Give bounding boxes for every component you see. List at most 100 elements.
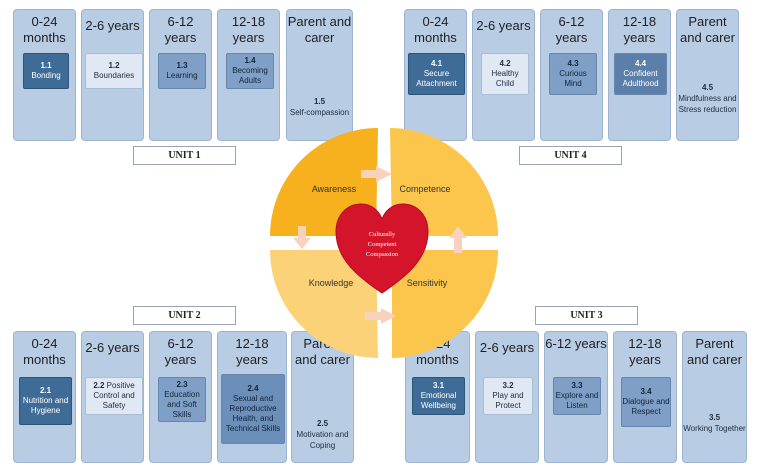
awareness-label: Awareness xyxy=(312,184,357,194)
module-text[interactable]: 4.5 Mindfulness and Stress reduction xyxy=(677,82,738,115)
column-12-18-years: 12-18 years 3.4 Dialogue and Respect xyxy=(613,331,677,463)
module-box[interactable]: 1.1 Bonding xyxy=(23,53,69,89)
column-12-18-years: 12-18 years 4.4 Confident Adulthood xyxy=(608,9,671,141)
module-title: Confident Adulthood xyxy=(622,69,659,88)
module-number: 3.2 xyxy=(502,381,514,390)
column-header: 2-6 years xyxy=(85,18,140,33)
module-box[interactable]: 3.4 Dialogue and Respect xyxy=(621,377,671,427)
module-title: Boundaries xyxy=(93,71,135,80)
column-header: 12-18 years xyxy=(628,336,662,367)
module-title: Nutrition and Hygiene xyxy=(22,396,69,415)
heart-label-line-2: Competent xyxy=(368,241,397,248)
column-header: 6-12 years xyxy=(545,336,607,351)
sensitivity-label: Sensitivity xyxy=(407,278,448,288)
module-number: 2.2 xyxy=(93,381,105,390)
heart-icon xyxy=(335,203,429,294)
module-title: Curious Mind xyxy=(559,69,587,88)
column-header: Parent and carer xyxy=(680,14,735,45)
knowledge-label: Knowledge xyxy=(309,278,354,288)
module-title: Positive Control and Safety xyxy=(93,381,135,410)
module-number: 3.4 xyxy=(640,387,652,396)
column-parent-and-carer: Parent and carer 1.5 Self-compassion xyxy=(286,9,353,141)
column-12-18-years: 12-18 years 2.4 Sexual and Reproductive … xyxy=(217,331,287,463)
module-number: 1.4 xyxy=(244,56,256,65)
column-6-12-years: 6-12 years 2.3 Education and Soft Skills xyxy=(149,331,212,463)
module-title: Bonding xyxy=(31,71,61,80)
unit-2-label: UNIT 2 xyxy=(133,306,236,325)
module-box[interactable]: 4.2 Healthy Child xyxy=(481,53,529,95)
module-box[interactable]: 2.1 Nutrition and Hygiene xyxy=(19,377,72,425)
arrow-right-icon xyxy=(365,308,396,324)
module-title: Working Together xyxy=(683,424,746,433)
column-header: 12-18 years xyxy=(235,336,269,367)
arrow-down-icon xyxy=(293,226,311,249)
column-header: 6-12 years xyxy=(555,14,588,45)
module-box[interactable]: 3.1 Emotional Wellbeing xyxy=(412,377,465,415)
module-title: Dialogue and Respect xyxy=(622,397,670,416)
module-box[interactable]: 4.4 Confident Adulthood xyxy=(614,53,667,95)
module-text[interactable]: 1.5 Self-compassion xyxy=(287,96,352,118)
column-header: 6-12 years xyxy=(164,336,197,367)
module-number: 2.3 xyxy=(176,379,188,389)
column-header: 12-18 years xyxy=(622,14,657,45)
module-title: Sexual and Reproductive Health, and Tech… xyxy=(225,394,281,433)
module-number: 4.1 xyxy=(430,59,443,68)
column-header: 6-12 years xyxy=(164,14,197,45)
module-title: Learning xyxy=(166,71,198,80)
module-number: 2.4 xyxy=(247,384,259,393)
module-box[interactable]: 3.3 Explore and Listen xyxy=(553,377,601,415)
arrow-up-icon xyxy=(449,226,467,253)
module-box[interactable]: 1.2 Boundaries xyxy=(85,53,143,89)
module-text[interactable]: 3.5 Working Together xyxy=(683,412,746,434)
module-box[interactable]: 4.1 Secure Attachment xyxy=(408,53,465,95)
column-6-12-years: 6-12 years 4.3 Curious Mind xyxy=(540,9,603,141)
module-number: 2.1 xyxy=(39,386,52,395)
module-number: 3.5 xyxy=(708,413,721,422)
module-title: Education and Soft Skills xyxy=(164,389,200,419)
module-number: 1.3 xyxy=(176,61,188,70)
module-number: 1.1 xyxy=(40,61,52,70)
module-title: Self-compassion xyxy=(289,108,350,117)
heart-label-line-1: Culturally xyxy=(369,231,396,238)
column-2-6-years: 2-6 years 2.2 Positive Control and Safet… xyxy=(81,331,144,463)
column-header: 2-6 years xyxy=(85,340,140,355)
column-2-6-years: 2-6 years 4.2 Healthy Child xyxy=(472,9,535,141)
column-parent-and-carer: Parent and carer 2.5 Motivation and Copi… xyxy=(291,331,354,463)
module-box[interactable]: 1.3 Learning xyxy=(158,53,206,89)
module-number: 4.4 xyxy=(634,59,647,68)
module-title: Healthy Child xyxy=(491,69,519,88)
module-title: Explore and Listen xyxy=(555,391,599,410)
module-number: 4.5 xyxy=(701,83,714,92)
column-6-12-years: 6-12 years 3.3 Explore and Listen xyxy=(544,331,608,463)
module-box[interactable]: 2.3 Education and Soft Skills xyxy=(158,377,206,422)
column-12-18-years: 12-18 years 1.4 Becoming Adults xyxy=(217,9,280,141)
module-number: 2.5 xyxy=(316,419,329,428)
module-box[interactable]: 4.3 Curious Mind xyxy=(549,53,597,95)
column-header: 0-24 months xyxy=(23,336,66,367)
column-header: Parent and carer xyxy=(287,14,352,45)
module-box[interactable]: 1.4 Becoming Adults xyxy=(226,53,274,89)
column-2-6-years: 2-6 years 1.2 Boundaries xyxy=(81,9,144,141)
column-header: 12-18 years xyxy=(231,14,266,45)
module-number: 4.3 xyxy=(567,59,579,68)
column-header: Parent and carer xyxy=(687,336,742,367)
heart-label-line-3: Compassion xyxy=(366,251,399,258)
sensitivity-quadrant[interactable] xyxy=(392,250,499,358)
module-number: 1.2 xyxy=(108,61,120,70)
unit-4-label: UNIT 4 xyxy=(519,146,622,165)
module-box[interactable]: 2.4 Sexual and Reproductive Health, and … xyxy=(221,374,285,444)
module-number: 4.2 xyxy=(499,59,511,68)
competence-label: Competence xyxy=(399,184,450,194)
column-header: 0-24 months xyxy=(23,14,66,45)
arrow-left-icon xyxy=(361,166,392,182)
column-0-24-months: 0-24 months 1.1 Bonding xyxy=(13,9,76,141)
column-2-6-years: 2-6 years 3.2 Play and Protect xyxy=(475,331,539,463)
column-header: 2-6 years xyxy=(476,18,531,33)
module-title: Emotional Wellbeing xyxy=(420,391,457,410)
module-box[interactable]: 3.2 Play and Protect xyxy=(483,377,533,415)
module-text[interactable]: 2.5 Motivation and Coping xyxy=(292,418,353,451)
module-number: 3.1 xyxy=(432,381,445,390)
knowledge-quadrant[interactable] xyxy=(270,250,378,358)
module-box[interactable]: 2.2 Positive Control and Safety xyxy=(85,377,143,415)
